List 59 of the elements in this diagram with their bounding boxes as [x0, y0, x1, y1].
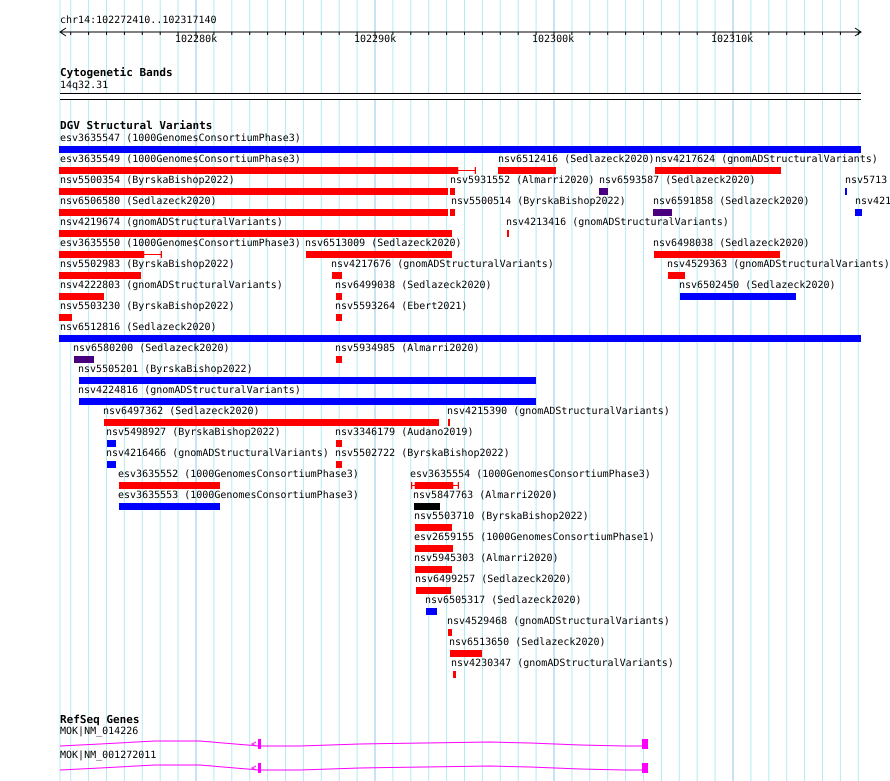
variant-label: nsv5847763 (Almarri2020): [413, 490, 558, 502]
band-label: 14q32.31: [60, 80, 108, 92]
variant-label: nsv5945303 (Almarri2020): [414, 553, 558, 565]
variant-label: esv3635547 (1000GenomesConsortiumPhase3): [60, 133, 301, 145]
variant-label: nsv4216466 (gnomADStructuralVariants): [106, 448, 329, 460]
variant-label: nsv4215390 (gnomADStructuralVariants): [447, 406, 670, 418]
variant-label: esv3635554 (1000GenomesConsortiumPhase3): [410, 469, 651, 481]
variant-label: nsv6505317 (Sedlazeck2020): [425, 595, 582, 607]
variant-label: nsv5498927 (ByrskaBishop2022): [106, 427, 281, 439]
variant-label: nsv421: [855, 196, 890, 208]
variant-label: nsv5502722 (ByrskaBishop2022): [335, 448, 510, 460]
variant-label: nsv5503230 (ByrskaBishop2022): [60, 301, 235, 313]
variant-label: nsv3346179 (Audano2019): [335, 427, 474, 439]
variant-label: nsv6513650 (Sedlazeck2020): [449, 637, 606, 649]
variant-label: nsv4224816 (gnomADStructuralVariants): [78, 385, 301, 397]
track-title: DGV Structural Variants: [60, 120, 212, 132]
track-title: Cytogenetic Bands: [60, 67, 173, 79]
variant-label: nsv6512416 (Sedlazeck2020): [498, 154, 655, 166]
variant-label: nsv4217676 (gnomADStructuralVariants): [331, 259, 554, 271]
track-title: RefSeq Genes: [60, 714, 140, 726]
variant-label: nsv6498038 (Sedlazeck2020): [653, 238, 810, 250]
variant-label: nsv4230347 (gnomADStructuralVariants): [451, 658, 674, 670]
variant-label: nsv5500514 (ByrskaBishop2022): [451, 196, 626, 208]
variant-label: nsv5503710 (ByrskaBishop2022): [414, 511, 589, 523]
variant-label: esv3635549 (1000GenomesConsortiumPhase3): [60, 154, 301, 166]
variant-label: nsv6499038 (Sedlazeck2020): [335, 280, 492, 292]
tick-label: 102310k: [711, 34, 754, 46]
variant-label: esv2659155 (1000GenomesConsortiumPhase1): [414, 532, 655, 544]
variant-label: esv3635553 (1000GenomesConsortiumPhase3): [118, 490, 359, 502]
variant-label: nsv6502450 (Sedlazeck2020): [679, 280, 836, 292]
gene-label: MOK|NM_001272011: [60, 750, 156, 762]
variant-label: nsv5934985 (Almarri2020): [335, 343, 480, 355]
gene-label: MOK|NM_014226: [60, 726, 138, 738]
variant-label: nsv4213416 (gnomADStructuralVariants): [506, 217, 729, 229]
variant-label: nsv6497362 (Sedlazeck2020): [103, 406, 260, 418]
variant-label: nsv6513009 (Sedlazeck2020): [305, 238, 462, 250]
variant-label: nsv6512816 (Sedlazeck2020): [60, 322, 217, 334]
tick-label: 102300k: [532, 34, 574, 46]
variant-label: nsv6499257 (Sedlazeck2020): [415, 574, 572, 586]
region-title: chr14:102272410..102317140: [60, 15, 217, 27]
variant-label: nsv5713: [845, 175, 888, 187]
tick-label: 102280k: [175, 34, 218, 46]
variant-label: nsv4222803 (gnomADStructuralVariants): [60, 280, 283, 292]
variant-label: esv3635550 (1000GenomesConsortiumPhase3): [60, 238, 301, 250]
variant-label: nsv6591858 (Sedlazeck2020): [653, 196, 810, 208]
variant-label: nsv4219674 (gnomADStructuralVariants): [60, 217, 283, 229]
variant-label: nsv5502983 (ByrskaBishop2022): [60, 259, 235, 271]
variant-label: nsv6506580 (Sedlazeck2020): [60, 196, 217, 208]
variant-label: nsv5500354 (ByrskaBishop2022): [60, 175, 235, 187]
tick-label: 102290k: [354, 34, 396, 46]
variant-label: esv3635552 (1000GenomesConsortiumPhase3): [118, 469, 359, 481]
variant-label: nsv4217624 (gnomADStructuralVariants): [655, 154, 878, 166]
variant-label: nsv6593587 (Sedlazeck2020): [599, 175, 756, 187]
variant-label: nsv5593264 (Ebert2021): [335, 301, 468, 313]
variant-label: nsv5505201 (ByrskaBishop2022): [78, 364, 253, 376]
variant-label: nsv6580200 (Sedlazeck2020): [73, 343, 230, 355]
variant-label: nsv4529363 (gnomADStructuralVariants): [667, 259, 890, 271]
variant-label: nsv4529468 (gnomADStructuralVariants): [447, 616, 670, 628]
variant-label: nsv5931552 (Almarri2020): [450, 175, 594, 187]
